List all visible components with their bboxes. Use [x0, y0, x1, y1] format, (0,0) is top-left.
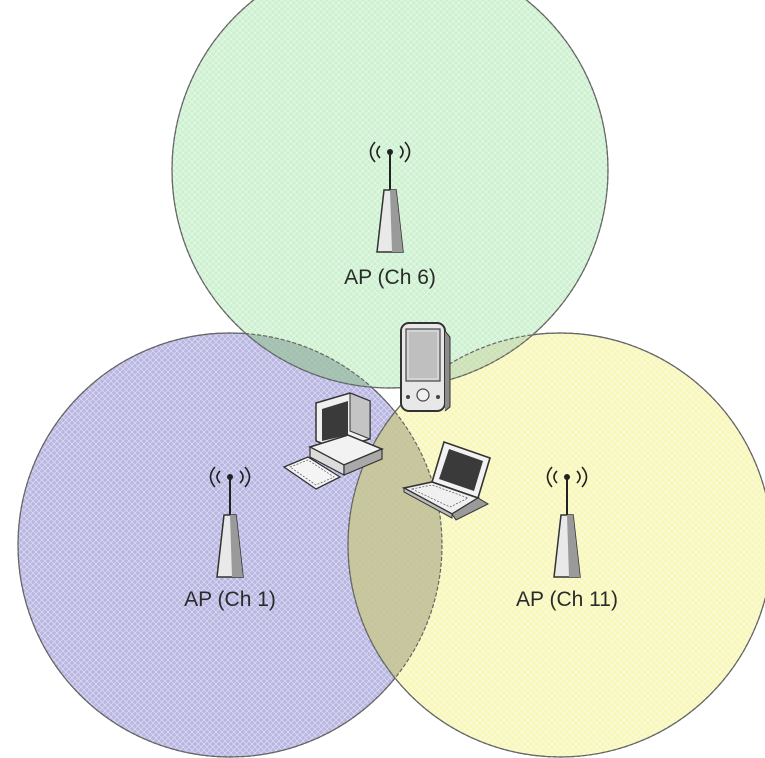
antenna-icon — [209, 466, 251, 578]
antenna-icon — [369, 141, 411, 253]
desktop-computer-icon — [282, 392, 384, 490]
access-point-ch11: AP (Ch 11) — [516, 466, 618, 611]
antenna-icon — [546, 466, 588, 578]
ap-label-ch1: AP (Ch 1) — [184, 588, 276, 611]
ap-label-ch11: AP (Ch 11) — [516, 588, 618, 611]
ap-label-ch6: AP (Ch 6) — [344, 266, 436, 289]
laptop-icon — [401, 440, 491, 521]
pda-icon — [400, 322, 451, 412]
access-point-ch6: AP (Ch 6) — [344, 141, 436, 289]
access-point-ch1: AP (Ch 1) — [184, 466, 276, 611]
